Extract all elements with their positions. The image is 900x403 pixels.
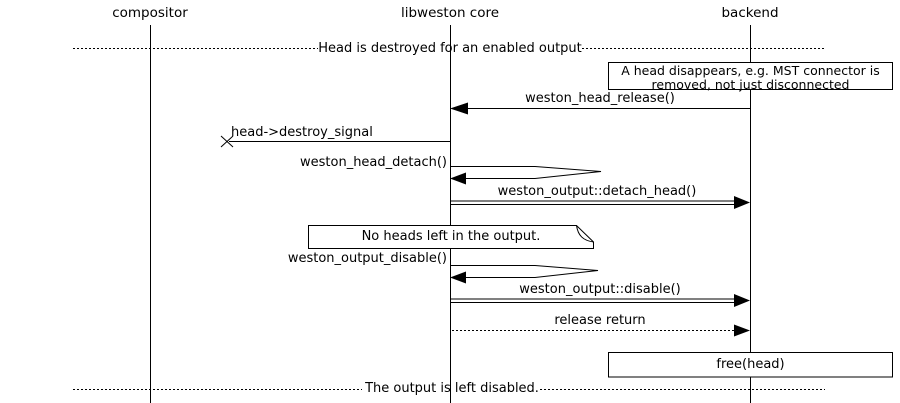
message-label-release-return: release return: [554, 313, 646, 328]
arrowhead-left-icon: [450, 102, 468, 115]
message-label-destroy-signal: head->destroy_signal: [231, 125, 373, 140]
note-text-line-2: removed, not just disconnected: [651, 76, 850, 92]
message-label-detach-head: weston_output::detach_head(): [497, 184, 697, 199]
action-box-free-head: [608, 352, 893, 378]
message-label-head-detach: weston_head_detach(): [300, 155, 447, 170]
arrowhead-right-icon: [734, 196, 750, 209]
message-label-head-release: weston_head_release(): [525, 91, 675, 106]
note-shape-no-heads: [308, 225, 594, 249]
action-box-label-free-head: free(head): [716, 357, 785, 372]
note-fold-corner-icon: [576, 225, 594, 243]
divider-bottom-label: The output is left disabled.: [365, 381, 539, 396]
actor-label-compositor: compositor: [112, 5, 188, 21]
arrowhead-left-icon: [450, 172, 466, 185]
note-text-line-1: A head disappears, e.g. MST connector is: [621, 63, 880, 78]
actor-label-libweston-core: libweston core: [400, 5, 500, 21]
note-text-head-disappears: A head disappears, e.g. MST connector is…: [608, 64, 893, 91]
arrowhead-left-icon: [450, 271, 466, 284]
arrowhead-right-icon: [734, 324, 750, 337]
note-text-no-heads: No heads left in the output.: [361, 229, 541, 244]
lost-message-x-icon: [220, 135, 234, 148]
actor-label-backend: backend: [721, 5, 779, 21]
message-label-output-disable-call: weston_output::disable(): [519, 282, 681, 297]
note-box-head-disappears: [608, 62, 893, 90]
self-message-loop-head-detach: [450, 166, 602, 179]
arrowhead-right-icon: [734, 294, 750, 307]
self-message-loop-output-disable: [450, 265, 599, 278]
message-label-output-disable: weston_output_disable(): [287, 251, 447, 266]
divider-top-label: Head is destroyed for an enabled output: [318, 41, 582, 56]
